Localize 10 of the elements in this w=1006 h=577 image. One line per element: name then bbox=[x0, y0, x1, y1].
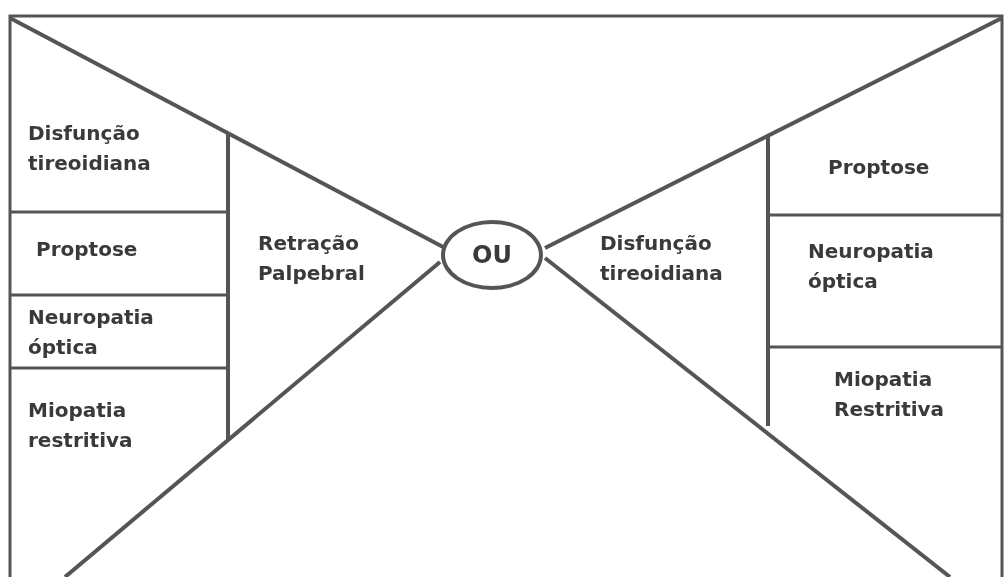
category-label: Miopatia restritiva bbox=[28, 395, 188, 455]
category-label: Neuropatia óptica bbox=[808, 236, 968, 296]
category-label: Proptose bbox=[36, 234, 138, 264]
category-label: Retração Palpebral bbox=[258, 228, 398, 288]
category-label: Miopatia Restritiva bbox=[834, 364, 984, 424]
category-label: Proptose bbox=[828, 152, 930, 182]
center-oval: OU bbox=[441, 220, 543, 290]
category-label: Disfunção tireoidiana bbox=[28, 118, 188, 178]
category-label: Disfunção tireoidiana bbox=[600, 228, 750, 288]
category-label: Neuropatia óptica bbox=[28, 302, 188, 362]
